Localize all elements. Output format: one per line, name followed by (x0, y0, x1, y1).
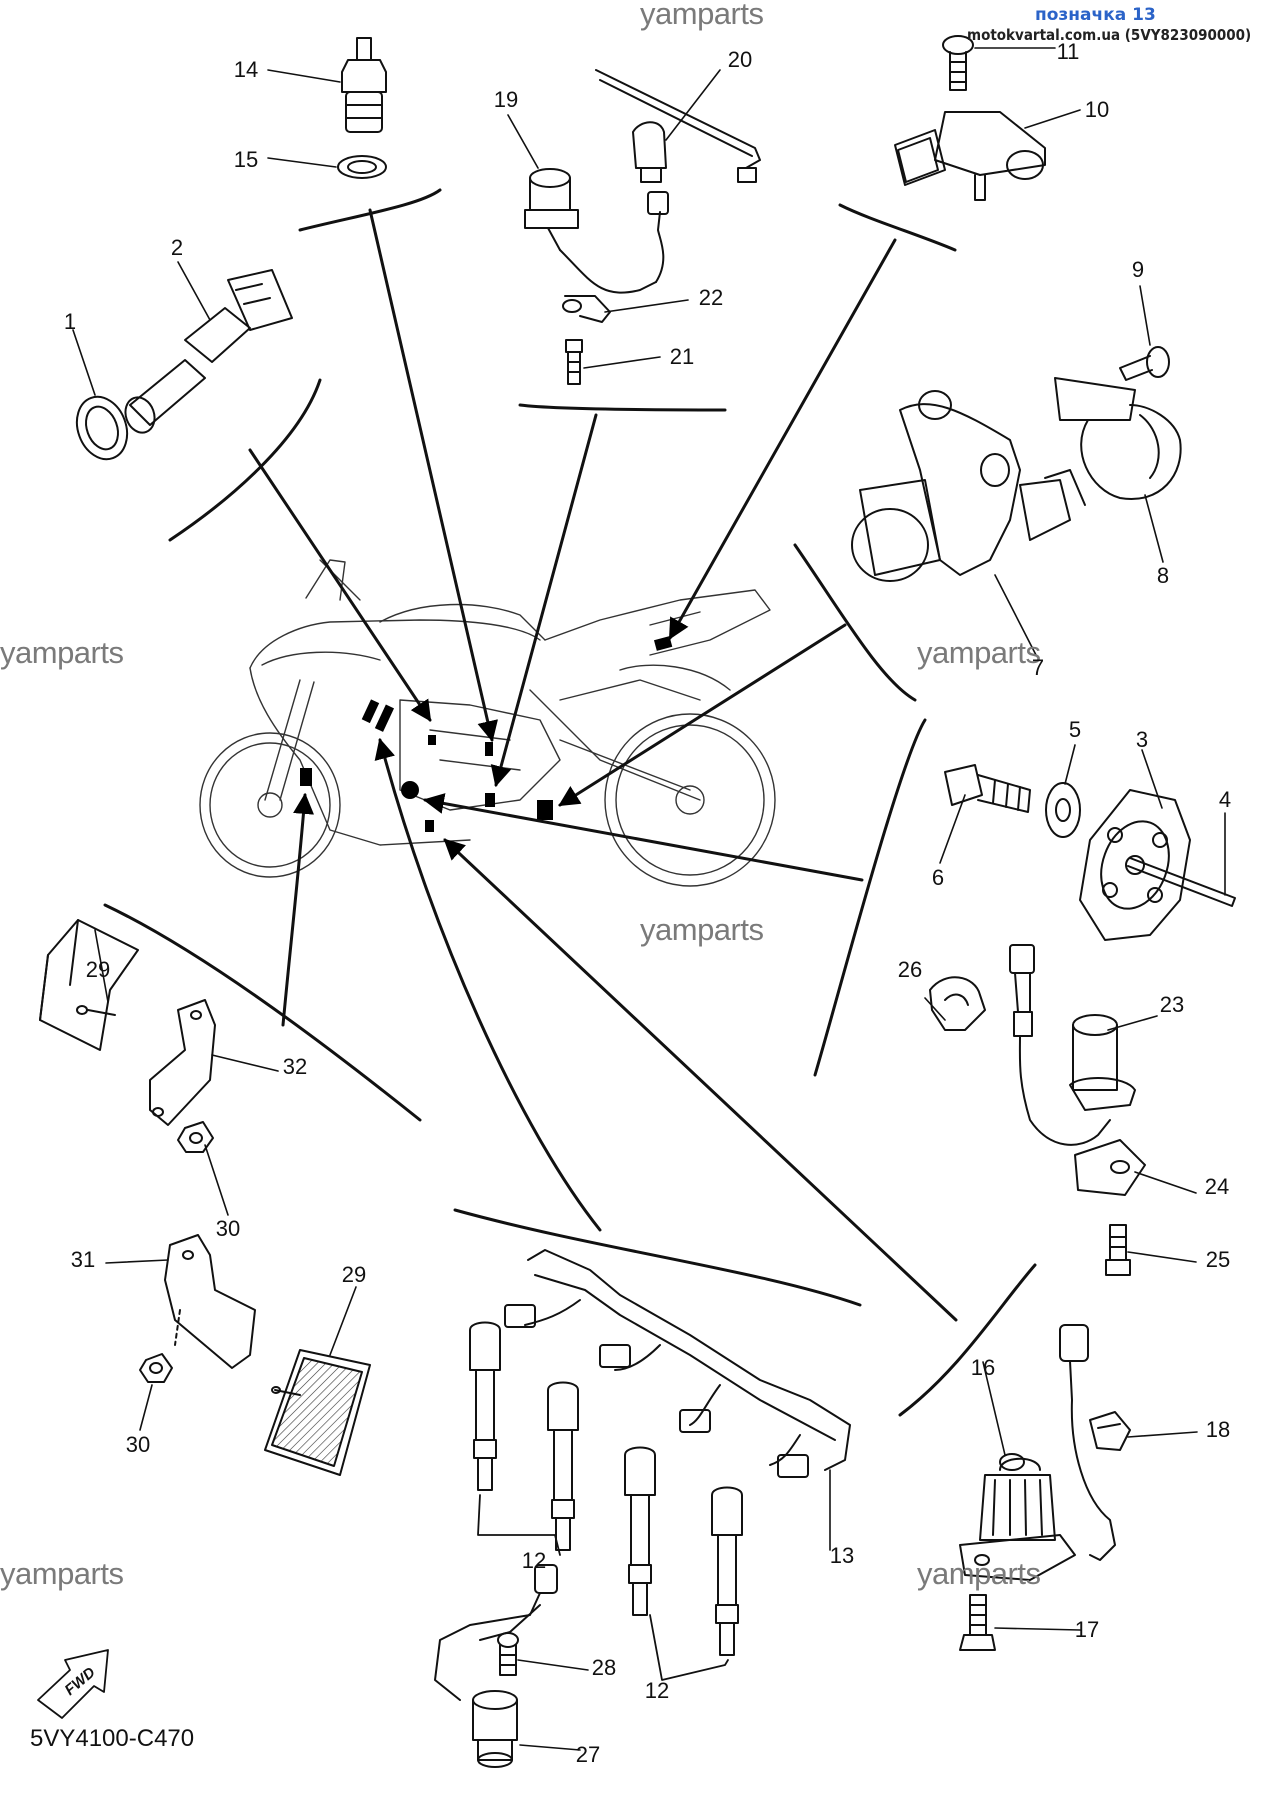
callout-label: 17 (1074, 1617, 1100, 1642)
part-26-clamp (929, 976, 986, 1031)
callout-label: 16 (970, 1355, 996, 1380)
watermark: yamparts (640, 912, 764, 947)
part-5-washer (1045, 782, 1081, 838)
part-7-actuator (851, 390, 1086, 582)
callout-label: 14 (233, 57, 259, 82)
callout-label: 30 (215, 1216, 241, 1241)
callout-label: 15 (233, 147, 259, 172)
watermark: yamparts (0, 635, 124, 670)
callout-label: 32 (282, 1054, 308, 1079)
callout-12-leaders (477, 1494, 729, 1681)
part-13-harness (524, 1249, 851, 1471)
part-6-bolt (944, 764, 1031, 813)
watermark: yamparts (917, 635, 1041, 670)
callout-label: 4 (1218, 787, 1232, 812)
callout-label: 20 (727, 47, 753, 72)
callout-label: 25 (1205, 1247, 1231, 1272)
watermark: yamparts (0, 1556, 124, 1591)
callout-label: 21 (669, 344, 695, 369)
part-32-bracket (149, 999, 216, 1126)
callout-label: 29 (341, 1262, 367, 1287)
part-14-switch (341, 37, 387, 133)
callout-label: 31 (70, 1247, 96, 1272)
part-30-nut-top (177, 1121, 214, 1153)
callout-label: 7 (1031, 655, 1045, 680)
callout-label: 5 (1068, 717, 1082, 742)
callout-label: 8 (1156, 563, 1170, 588)
part-25-bolt (1105, 1224, 1131, 1276)
callout-label: 13 (829, 1543, 855, 1568)
part-27-sensor (434, 1564, 558, 1768)
callout-label: 18 (1205, 1417, 1231, 1442)
part-29-unit-top (39, 919, 139, 1051)
part-24-bracket (1074, 1139, 1146, 1196)
part-2-sensor (124, 269, 293, 434)
callout-label: 1 (63, 309, 77, 334)
callout-label: 22 (698, 285, 724, 310)
callout-label: 30 (125, 1432, 151, 1457)
part-16-sensor (959, 1324, 1116, 1581)
part-17-bolt (959, 1594, 996, 1651)
part-9-screw (1119, 346, 1170, 381)
callout-label: 12 (644, 1678, 670, 1703)
callout-label: 27 (575, 1742, 601, 1767)
leader-lines (248, 208, 958, 1322)
part-10-sensor (894, 111, 1046, 201)
part-11-screw (942, 35, 974, 91)
source-label: motokvartal.com.ua (5VY823090000) (967, 26, 1252, 44)
part-1-gasket (75, 395, 129, 461)
part-connector (632, 121, 667, 183)
callout-leaders (72, 47, 1226, 1751)
part-30-nut-bottom (139, 1353, 173, 1383)
callout-label: 29 (85, 957, 111, 982)
callout-label: 10 (1084, 97, 1110, 122)
part-31-bracket (164, 1234, 256, 1369)
part-19-sensor (524, 168, 669, 294)
diagram-code: 5VY4100-C470 (30, 1725, 195, 1752)
part-3-rotor (1079, 789, 1191, 941)
part-15-washer (337, 155, 387, 179)
watermark: yamparts (917, 1556, 1041, 1591)
callout-label: 19 (493, 87, 519, 112)
location-marks (300, 636, 673, 832)
callout-label: 28 (591, 1655, 617, 1680)
watermark: yamparts (640, 0, 764, 31)
fwd-arrow-icon (37, 1649, 109, 1719)
page-title: позначка 13 (1035, 5, 1156, 25)
part-28-bolt (497, 1632, 519, 1676)
part-23-sensor (1009, 944, 1136, 1146)
callout-label: 3 (1135, 727, 1149, 752)
part-18-clamp (1089, 1411, 1131, 1451)
part-20-lead (595, 69, 761, 183)
part-22-clamp (562, 295, 611, 323)
callout-label: 12 (521, 1548, 547, 1573)
part-29-unit-bottom (264, 1349, 371, 1476)
callout-label: 24 (1204, 1174, 1230, 1199)
callout-label: 2 (170, 235, 184, 260)
callout-label: 11 (1056, 39, 1080, 64)
group-brackets (103, 188, 1037, 1417)
callout-label: 6 (931, 865, 945, 890)
part-12-coils (469, 1304, 809, 1656)
callout-label: 23 (1159, 992, 1185, 1017)
part-8-cover (1054, 377, 1182, 501)
part-4-pin (1127, 857, 1236, 907)
callout-label: 26 (897, 957, 923, 982)
part-21-bolt (565, 339, 583, 385)
callout-label: 9 (1131, 257, 1145, 282)
